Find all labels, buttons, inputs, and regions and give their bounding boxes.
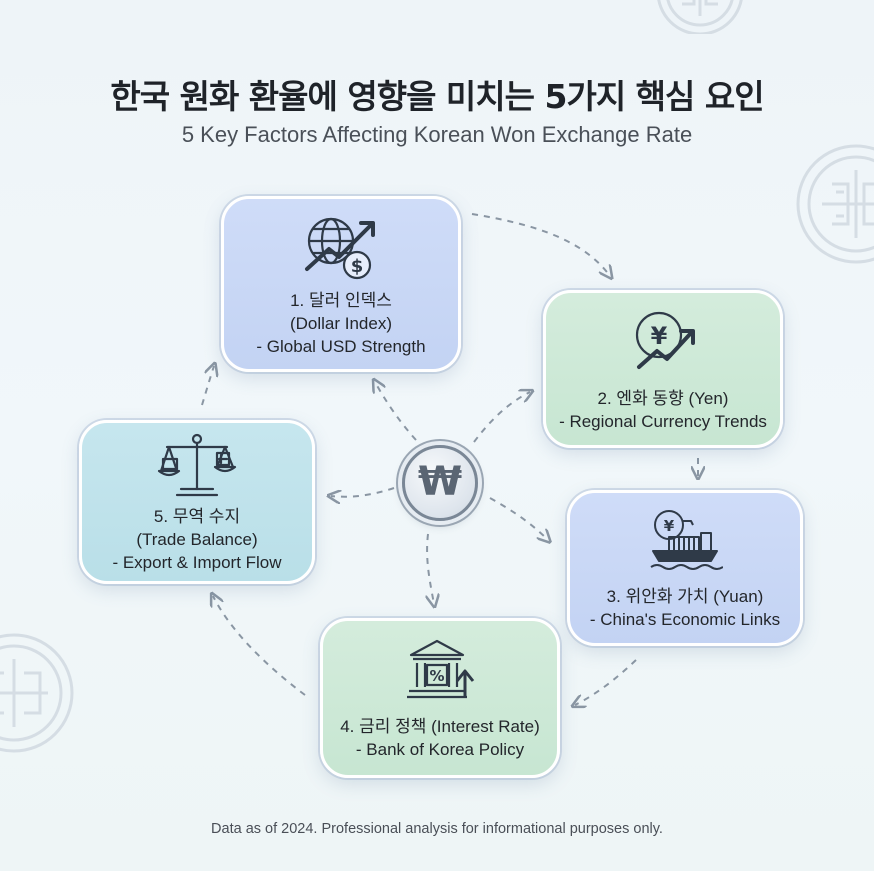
arrow-center-to-interest <box>427 534 434 604</box>
svg-text:$: $ <box>351 256 364 277</box>
footer-note: Data as of 2024. Professional analysis f… <box>0 821 874 837</box>
svg-text:¥: ¥ <box>651 322 668 350</box>
factor-title: 3. 위안화 가치 (Yuan) <box>570 585 800 608</box>
globe-dollar-growth-icon: $ <box>301 211 381 285</box>
arrow-dollar-to-yen <box>472 214 610 276</box>
yuan-cargo-ship-icon: ¥ <box>647 507 723 571</box>
svg-text:%: % <box>429 667 444 685</box>
factor-title: 5. 무역 수지 <box>82 505 312 528</box>
yen-coin-arrow-icon: ¥ <box>627 307 699 375</box>
arrow-center-to-yuan <box>490 498 548 540</box>
factor-description: - Global USD Strength <box>224 335 458 358</box>
factor-card-trade-balance: 5. 무역 수지 (Trade Balance) - Export & Impo… <box>79 420 315 584</box>
factor-description: - Regional Currency Trends <box>546 410 780 433</box>
factor-description: - Export & Import Flow <box>82 551 312 574</box>
factor-description: - Bank of Korea Policy <box>323 738 557 761</box>
arrow-center-to-trade <box>331 488 394 497</box>
arrow-center-to-dollar <box>375 382 416 440</box>
arrow-trade-to-dollar <box>202 366 214 405</box>
factor-card-yen: ¥ 2. 엔화 동향 (Yen) - Regional Currency Tre… <box>543 290 783 448</box>
bank-percent-icon: % <box>405 637 475 703</box>
factor-title: 1. 달러 인덱스 <box>224 289 458 312</box>
factor-card-yuan: ¥ 3. 위안화 가치 (Yuan) - China's Economic Li… <box>567 490 803 646</box>
svg-text:¥: ¥ <box>664 517 675 535</box>
won-currency-icon: ₩ <box>402 445 478 521</box>
arrow-yuan-to-interest <box>575 660 636 705</box>
arrow-interest-to-trade <box>213 596 305 695</box>
factor-english-name: (Trade Balance) <box>82 528 312 551</box>
factor-card-interest-rate: % 4. 금리 정책 (Interest Rate) - Bank of Kor… <box>320 618 560 778</box>
arrow-center-to-yen <box>474 392 530 442</box>
factor-title: 2. 엔화 동향 (Yen) <box>546 387 780 410</box>
balance-scale-icon <box>155 431 239 501</box>
factor-english-name: (Dollar Index) <box>224 312 458 335</box>
factor-title: 4. 금리 정책 (Interest Rate) <box>323 715 557 738</box>
factor-description: - China's Economic Links <box>570 608 800 631</box>
factor-card-dollar-index: $ 1. 달러 인덱스 (Dollar Index) - Global USD … <box>221 196 461 372</box>
